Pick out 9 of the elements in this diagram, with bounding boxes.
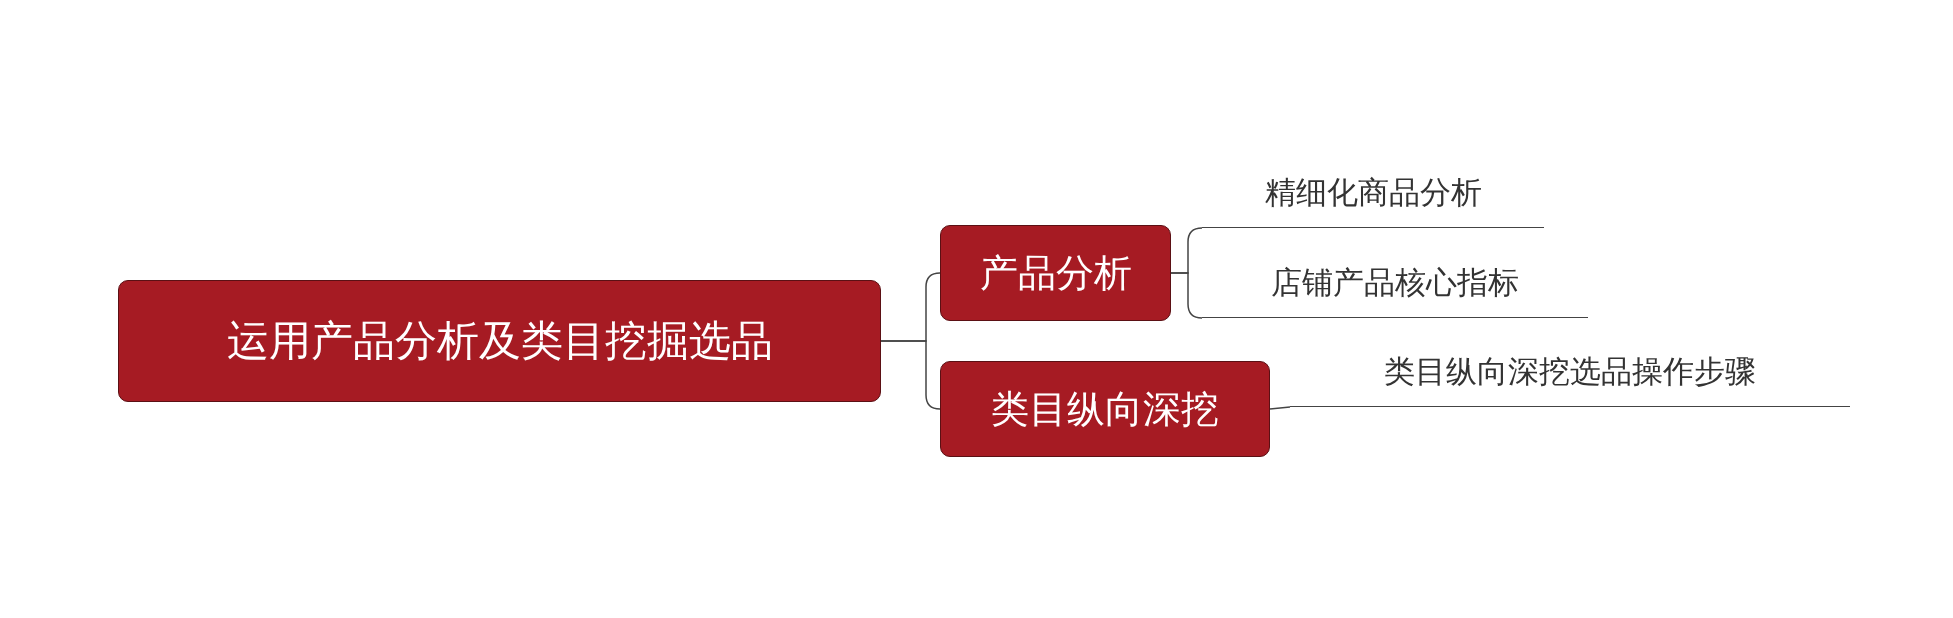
topic-box: 类目纵向深挖 (940, 361, 1270, 457)
subtopic-label: 店铺产品核心指标 (1202, 248, 1588, 318)
connector-line (1269, 406, 1291, 410)
subtopic-label: 精细化商品分析 (1202, 158, 1544, 228)
central-topic-box: 运用产品分析及类目挖掘选品 (118, 280, 881, 402)
subtopic-label: 类目纵向深挖选品操作步骤 (1290, 337, 1850, 407)
connector-line (880, 340, 941, 410)
topic-box: 产品分析 (940, 225, 1171, 321)
connector-line (1170, 272, 1203, 319)
